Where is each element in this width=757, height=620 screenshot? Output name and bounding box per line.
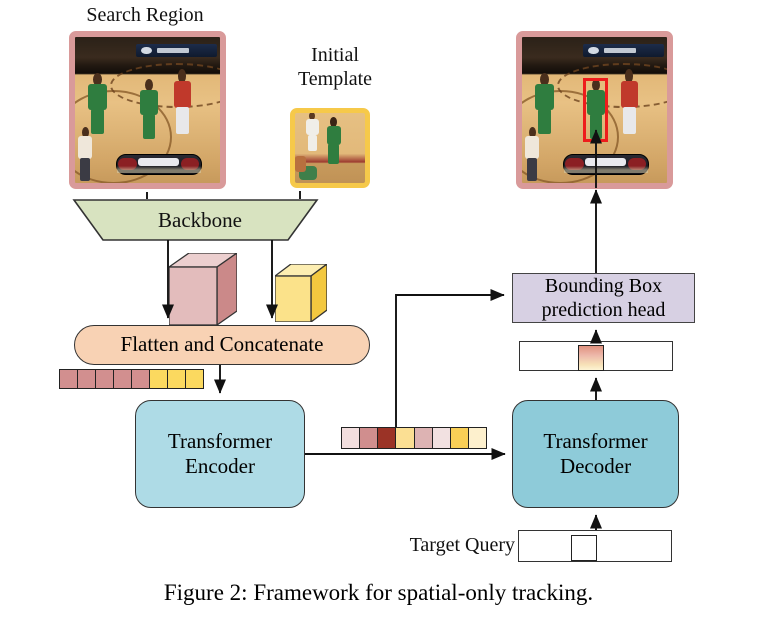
result-scoreboard-overlay [562,153,649,175]
token-cell [396,428,415,448]
result-player-right [620,69,638,135]
flatten-and-concatenate-label: Flatten and Concatenate [120,332,324,357]
token-cell [360,428,379,448]
predicted-bounding-box [582,77,608,143]
target-query-token [571,535,597,561]
target-query-row [518,530,672,562]
player-right [173,69,191,135]
bounding-box-prediction-head[interactable]: Bounding Box prediction head [512,273,695,323]
flatten-and-concatenate-box[interactable]: Flatten and Concatenate [74,325,370,365]
token-cell [132,370,150,388]
token-cell [114,370,132,388]
token-cell [60,370,78,388]
scoreboard-overlay [115,153,202,175]
target-query-label: Target Query [409,534,515,556]
token-cell [342,428,361,448]
token-cell [186,370,203,388]
search-region-image [69,31,226,189]
token-cell [168,370,186,388]
template-player-white [306,113,319,152]
token-cell [450,428,469,448]
result-player-ref [524,126,540,181]
encoder-input-token-strip [59,369,204,389]
decoder-output-row [519,341,673,371]
encoder-output-token-strip [341,427,487,449]
token-cell [468,428,486,448]
token-cell [414,428,433,448]
transformer-decoder-label: Transformer Decoder [543,428,648,478]
initial-template-image [290,108,370,188]
transformer-decoder-box[interactable]: Transformer Decoder [512,400,679,508]
token-cell [150,370,168,388]
figure-caption: Figure 2: Framework for spatial-only tra… [163,580,594,605]
player-ref [77,126,93,181]
transformer-encoder-label: Transformer Encoder [167,428,273,478]
backbone-label: Backbone [158,208,242,232]
search-region-label: Search Region [86,4,204,26]
decoder-output-token [578,345,604,371]
initial-template-label: Initial Template [297,44,373,90]
token-cell [378,428,397,448]
token-cell [96,370,114,388]
token-cell [432,428,451,448]
template-feature-map [275,264,327,322]
template-player-green [326,117,341,165]
player-target [140,78,158,139]
bounding-box-prediction-head-label: Bounding Box prediction head [541,275,666,321]
player-left [88,72,107,135]
tracking-result-image [516,31,673,189]
search-feature-map [169,253,237,325]
transformer-encoder-box[interactable]: Transformer Encoder [135,400,305,508]
result-player-left [535,72,554,135]
token-cell [78,370,96,388]
